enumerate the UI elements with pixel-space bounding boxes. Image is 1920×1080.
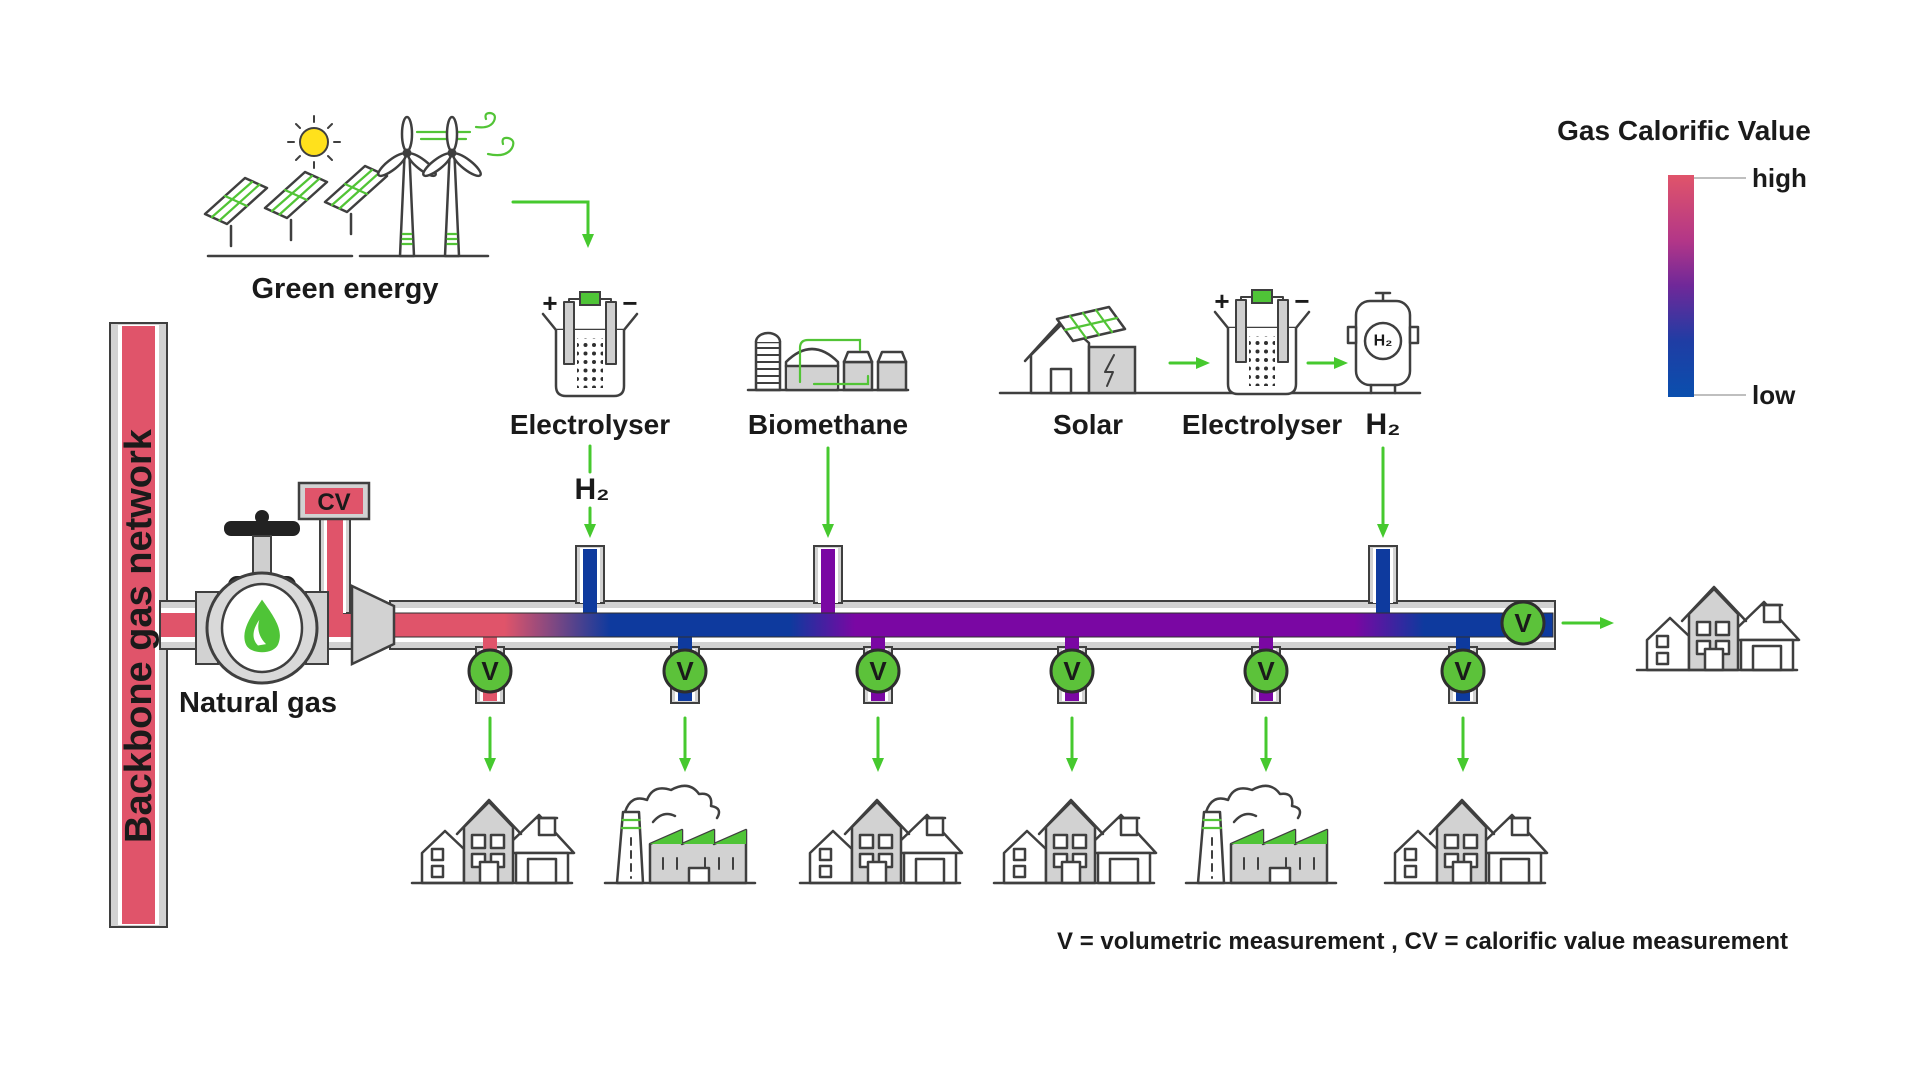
electrolyser-left-group: Electrolyser H₂	[510, 286, 670, 538]
legend-low-label: low	[1752, 380, 1796, 410]
solar-panels-icon	[203, 164, 490, 258]
legend-tick-lines	[1694, 177, 1746, 396]
house-icon	[798, 798, 964, 885]
v-meter	[662, 648, 708, 694]
flame-icon	[244, 599, 280, 653]
h2-right-label: H₂	[1366, 408, 1401, 441]
biomethane-label: Biomethane	[748, 409, 908, 440]
h2-tank-icon	[1346, 291, 1420, 395]
h2-output-label: H₂	[575, 473, 610, 506]
main-pipe-gas-flow	[391, 612, 1554, 638]
pipe-reducer	[350, 584, 396, 666]
v-meter	[1440, 648, 1486, 694]
green-energy-group: Green energy	[203, 111, 594, 305]
cv-meter-label: CV	[317, 489, 350, 516]
electrolyser-icon	[1213, 284, 1311, 396]
legend: Gas Calorific Value high low	[1557, 115, 1811, 410]
injection-stub-h2-right	[1368, 545, 1398, 615]
electrolyser-left-label: Electrolyser	[510, 409, 670, 440]
v-meter	[467, 648, 513, 694]
legend-gradient-bar	[1668, 175, 1694, 397]
solar-house-icon	[1023, 305, 1137, 395]
measurement-caption: V = volumetric measurement , CV = calori…	[1057, 928, 1788, 955]
solar-chain-group: Solar Electrolyser H₂	[998, 284, 1422, 538]
house-icon	[1383, 798, 1549, 885]
consumers	[410, 585, 1801, 885]
factory-icon	[603, 784, 757, 885]
injection-stub-biomethane	[813, 545, 843, 615]
house-icon-end	[1635, 585, 1801, 672]
biomethane-group: Biomethane	[746, 331, 910, 538]
legend-title: Gas Calorific Value	[1557, 115, 1811, 146]
legend-high-label: high	[1752, 163, 1807, 193]
v-meter-end-of-pipe	[1500, 600, 1546, 646]
house-icon	[410, 798, 576, 885]
electrolyser-right-label: Electrolyser	[1182, 409, 1342, 440]
natural-gas-valve-icon	[195, 510, 329, 685]
green-energy-label: Green energy	[252, 273, 439, 305]
v-meter	[855, 648, 901, 694]
factory-icon	[1184, 784, 1338, 885]
natural-gas-label: Natural gas	[179, 687, 337, 719]
electrolyser-icon	[541, 286, 639, 398]
injection-stub-h2-left	[575, 545, 605, 615]
house-icon	[992, 798, 1158, 885]
v-meter	[1243, 648, 1289, 694]
solar-label: Solar	[1053, 409, 1123, 440]
wind-turbines-icon	[374, 111, 515, 258]
backbone-label: Backbone gas network	[118, 428, 160, 843]
green-energy-arrow	[511, 200, 594, 248]
v-meter	[1049, 648, 1095, 694]
biogas-plant-icon	[746, 331, 910, 392]
sun-icon	[287, 115, 341, 169]
